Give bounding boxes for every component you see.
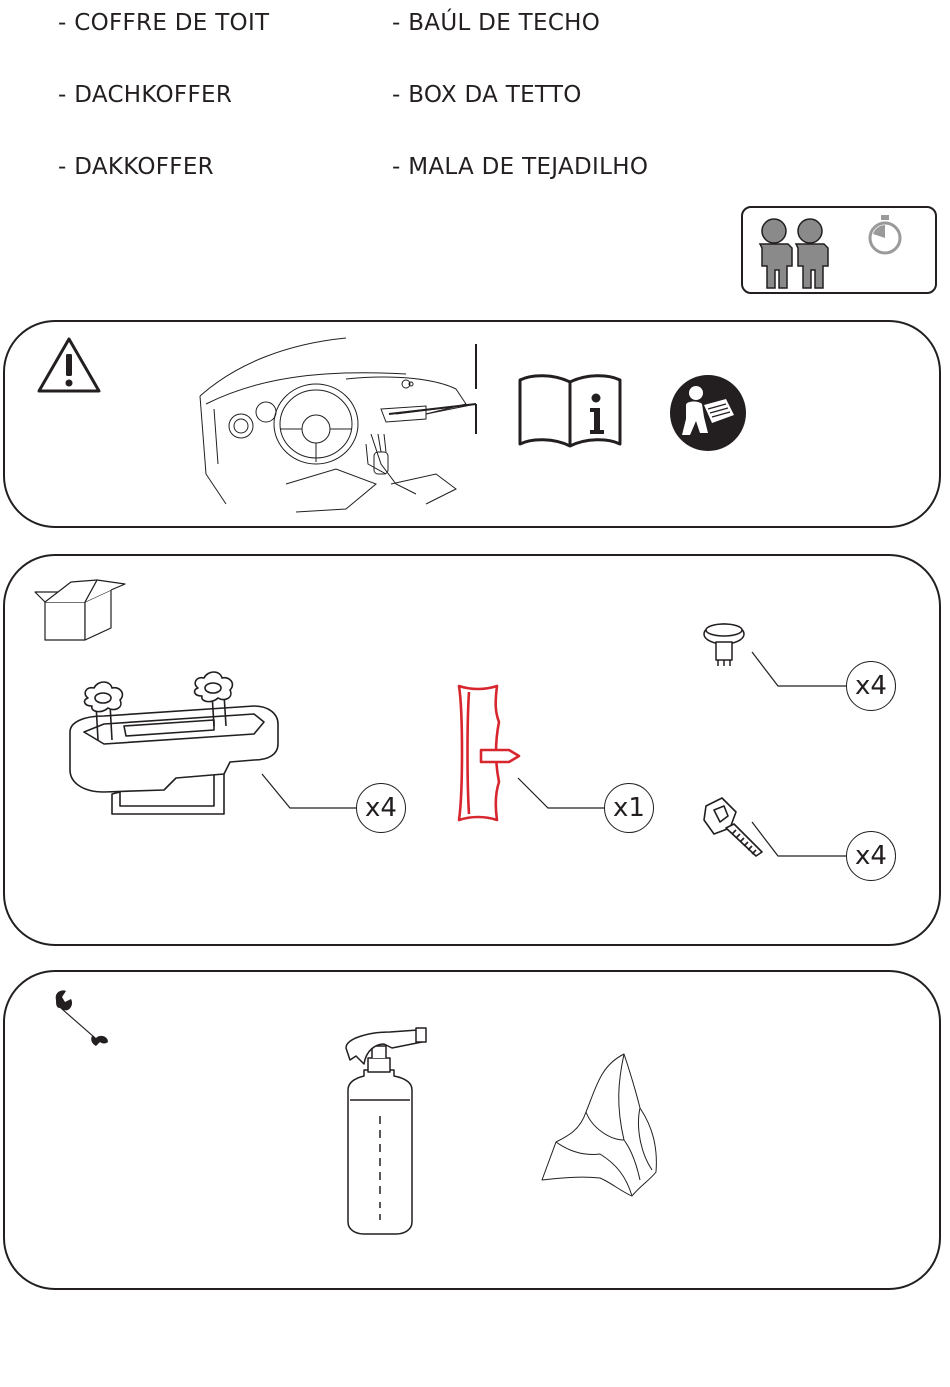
quantity-cap-clip: x4	[846, 661, 896, 711]
spray-bottle-illustration	[330, 1026, 430, 1238]
quantity-t-bolt: x4	[846, 831, 896, 881]
wrench-icon	[52, 990, 112, 1046]
quantity-clamp: x4	[356, 783, 406, 833]
quantity-key: x1	[604, 783, 654, 833]
cloth-illustration	[540, 1052, 662, 1202]
tools-panel	[3, 970, 941, 1290]
